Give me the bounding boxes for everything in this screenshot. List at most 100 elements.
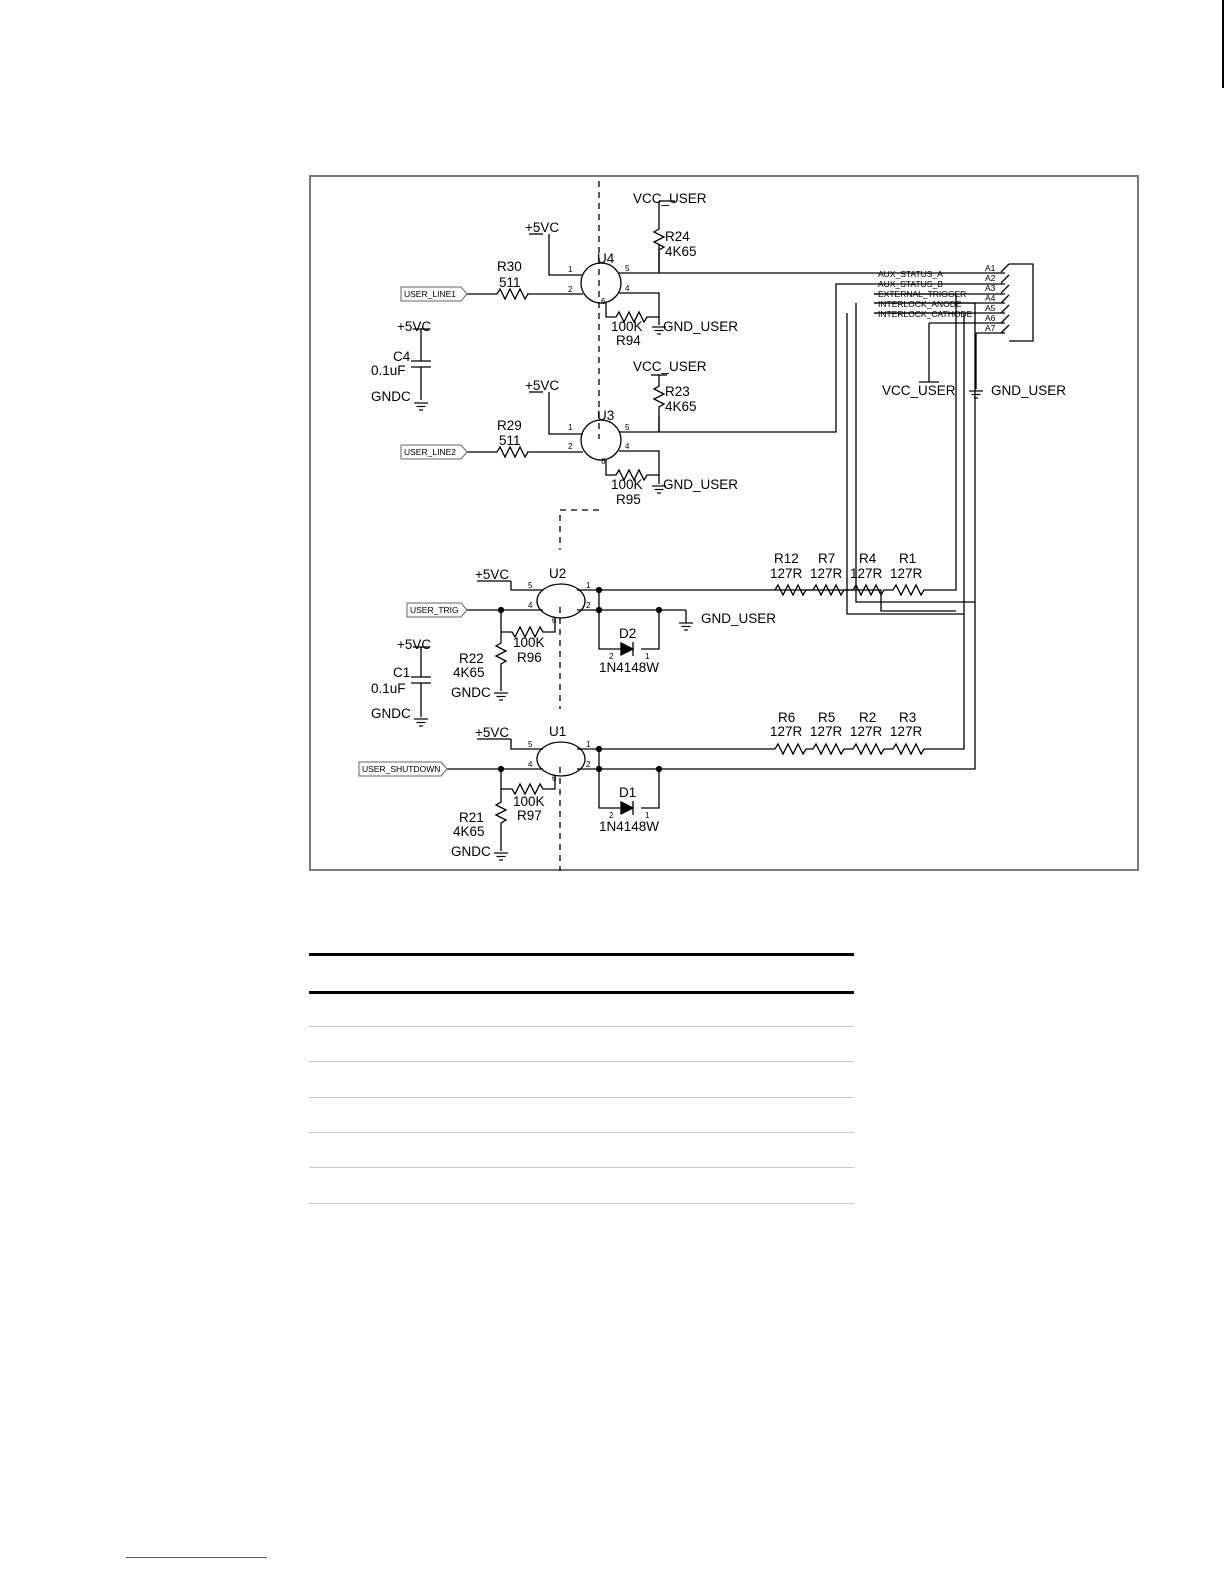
resistor-r22 xyxy=(494,610,508,691)
input-tag-trig xyxy=(406,602,468,618)
label-c4: C4 xyxy=(393,349,411,364)
label-gndc-r21: GNDC xyxy=(451,844,491,859)
pin-u2-6: 6 xyxy=(552,616,557,625)
wire-d1-loop xyxy=(598,749,660,809)
label-interlock-cathode: INTERLOCK_CATHODE xyxy=(878,309,973,319)
gnd-symbol-conn xyxy=(968,390,984,399)
label-r95: R95 xyxy=(616,492,641,507)
label-r4-val: 127R xyxy=(850,566,883,581)
label-d2: D2 xyxy=(619,626,636,641)
label-r30-val: 511 xyxy=(499,275,521,290)
label-5vc-c4: +5VC xyxy=(397,319,431,334)
label-r29-val: 511 xyxy=(499,433,521,448)
label-gnd-user-1: GND_USER xyxy=(663,319,738,334)
pin-u4-2: 2 xyxy=(568,285,573,294)
schematic-drawing: USER_LINE1 USER_LINE2 USER_TRIG USER_SHU… xyxy=(358,181,1066,871)
label-r97: R97 xyxy=(517,808,542,823)
wire-5vc-u4 xyxy=(548,234,583,276)
wire-5vc-u2 xyxy=(510,581,543,591)
wire-external-trigger-loop xyxy=(855,303,975,603)
pin-u2-1: 1 xyxy=(586,581,591,590)
label-pin-a1: A1 xyxy=(985,263,996,273)
label-r4: R4 xyxy=(859,551,877,566)
pin-d1-2: 2 xyxy=(609,811,614,820)
label-r22: R22 xyxy=(459,651,484,666)
footer-link-underline[interactable] xyxy=(126,1557,267,1558)
input-tag-shutdown xyxy=(358,761,448,777)
label-r96: R96 xyxy=(517,650,542,665)
connector-j1 xyxy=(1000,263,1034,342)
diode-d1 xyxy=(620,800,635,816)
label-d1: D1 xyxy=(619,785,636,800)
label-r96-val: 100K xyxy=(513,635,545,650)
label-r3-val: 127R xyxy=(890,724,923,739)
label-5vc-c1: +5VC xyxy=(397,637,431,652)
label-pin-a6: A6 xyxy=(985,313,996,323)
pin-u4-5: 5 xyxy=(625,264,630,273)
label-pin-a5: A5 xyxy=(985,303,996,313)
optocoupler-u2 xyxy=(536,583,586,619)
gnd-symbol-r22 xyxy=(493,692,509,701)
schematic-diagram: USER_LINE1 USER_LINE2 USER_TRIG USER_SHU… xyxy=(309,175,1139,871)
input-tag-line2 xyxy=(400,444,468,460)
gnd-symbol-r21 xyxy=(493,852,509,861)
pin-u1-2: 2 xyxy=(586,760,591,769)
resistor-r29 xyxy=(496,445,529,459)
resistor-r24 xyxy=(652,201,666,272)
diode-d2 xyxy=(620,641,635,657)
label-5vc-u3: +5VC xyxy=(525,378,559,393)
label-c4-val: 0.1uF xyxy=(371,363,406,378)
table-row-rule xyxy=(309,1061,854,1062)
label-u2: U2 xyxy=(549,566,566,581)
gnd-symbol-c4 xyxy=(413,402,429,411)
label-d2-part: 1N4148W xyxy=(599,660,659,675)
resistor-r21 xyxy=(494,769,508,851)
pin-u4-1: 1 xyxy=(568,265,573,274)
label-r6: R6 xyxy=(778,710,795,725)
label-r21-val: 4K65 xyxy=(453,824,485,839)
tag-user-trig: USER_TRIG xyxy=(410,605,459,615)
label-c1-val: 0.1uF xyxy=(371,681,406,696)
label-vcc-user-conn: VCC_USER xyxy=(882,383,956,398)
label-gndc-c4: GNDC xyxy=(371,389,411,404)
capacitor-c4 xyxy=(411,329,431,400)
label-r24: R24 xyxy=(665,229,690,244)
optocoupler-u4 xyxy=(580,262,622,304)
pin-u3-5: 5 xyxy=(625,423,630,432)
label-r5-val: 127R xyxy=(810,724,843,739)
label-gnd-user-2: GND_USER xyxy=(663,477,738,492)
label-external-trigger: EXTERNAL_TRIGGER xyxy=(878,289,966,299)
label-gndc-c1: GNDC xyxy=(371,706,411,721)
gnd-symbol-u2 xyxy=(678,622,694,631)
pin-u2-2: 2 xyxy=(586,601,591,610)
resistor-r97 xyxy=(501,775,556,796)
label-c1: C1 xyxy=(393,665,410,680)
label-r24-val: 4K65 xyxy=(665,244,697,259)
label-d1-part: 1N4148W xyxy=(599,819,659,834)
label-r94: R94 xyxy=(616,333,641,348)
wire-5vc-u1 xyxy=(510,739,543,750)
label-r29: R29 xyxy=(497,418,522,433)
connector-body xyxy=(1001,263,1033,341)
label-r7-val: 127R xyxy=(810,566,843,581)
wire-u2-pin1 xyxy=(577,589,956,612)
pin-u3-4: 4 xyxy=(625,442,630,451)
pin-u4-4: 4 xyxy=(625,284,630,293)
label-vcc-user-2: VCC_USER xyxy=(633,359,707,374)
pin-u3-6: 6 xyxy=(601,457,606,466)
table-row-rule xyxy=(309,1203,854,1204)
label-pin-a4: A4 xyxy=(985,293,996,303)
label-u3: U3 xyxy=(597,408,614,423)
label-r1: R1 xyxy=(899,551,916,566)
pin-d2-2: 2 xyxy=(609,652,614,661)
empty-table xyxy=(309,953,854,1204)
pin-u1-5: 5 xyxy=(528,740,533,749)
label-r7: R7 xyxy=(818,551,835,566)
label-r6-val: 127R xyxy=(770,724,803,739)
label-pin-a7: A7 xyxy=(985,323,996,333)
optocoupler-u3 xyxy=(580,419,622,461)
table-top-rule xyxy=(309,953,854,956)
pin-u2-4: 4 xyxy=(528,601,533,610)
label-r5: R5 xyxy=(818,710,835,725)
wire-aux-status-b xyxy=(659,283,874,433)
